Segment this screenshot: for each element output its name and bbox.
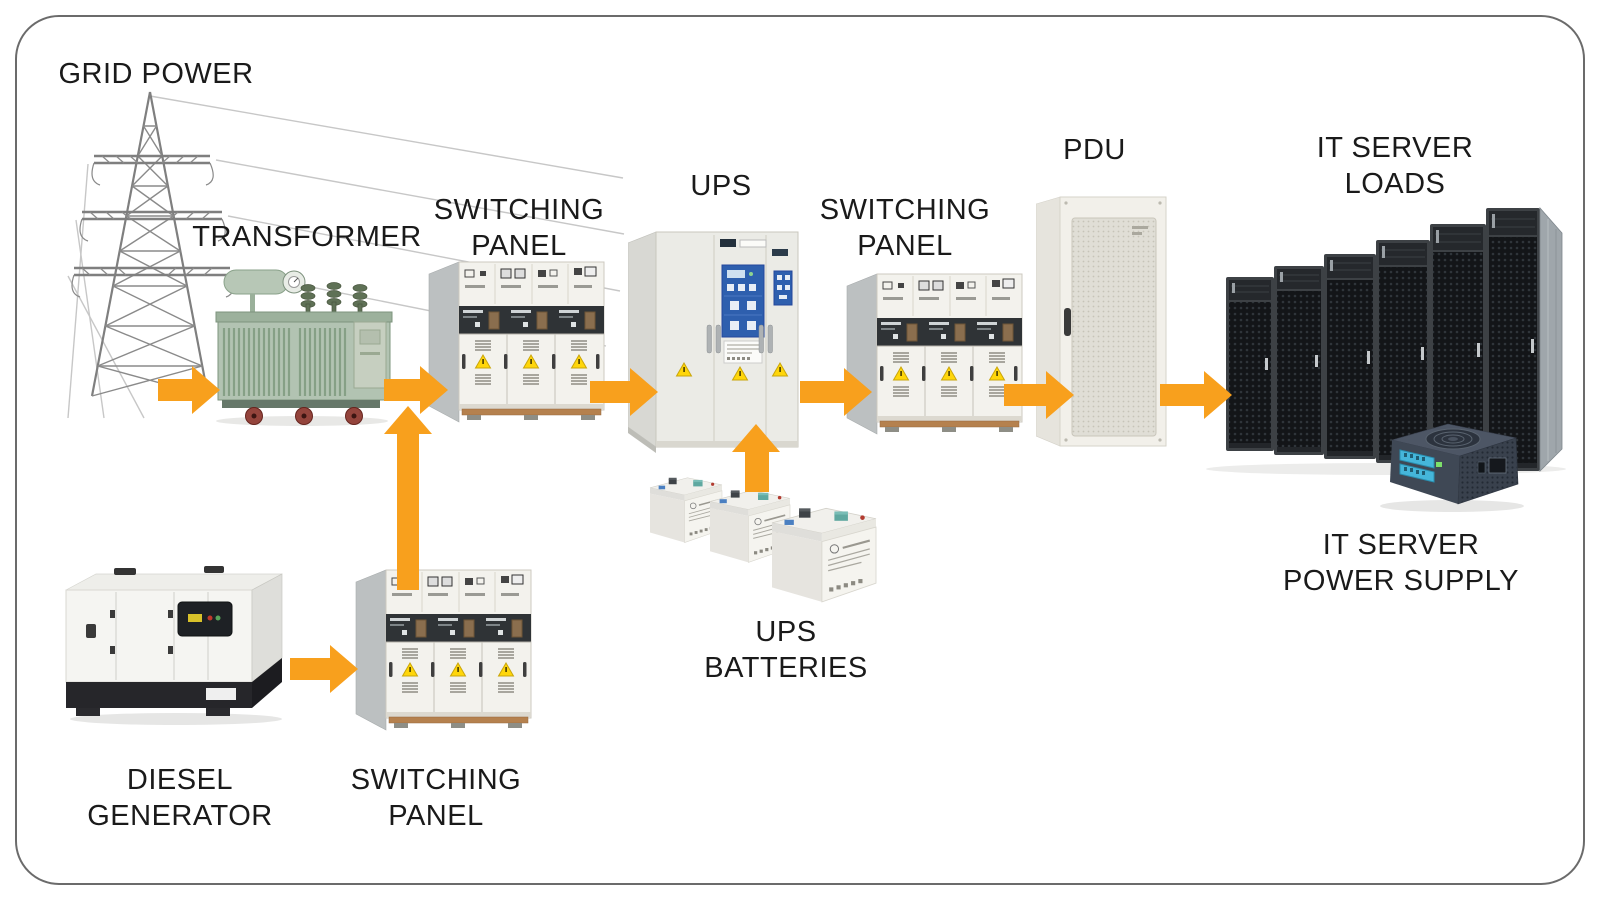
label-switching-panel-generator: SWITCHING PANEL	[350, 764, 522, 832]
label-ups-batteries: UPS BATTERIES	[704, 616, 868, 684]
label-switching-panel-output: SWITCHING PANEL	[819, 194, 991, 262]
label-diesel-generator: DIESEL GENERATOR	[87, 764, 273, 832]
label-it-server-loads: IT SERVER LOADS	[1316, 132, 1474, 200]
label-transformer: TRANSFORMER	[192, 221, 422, 253]
label-ups: UPS	[690, 170, 752, 202]
label-it-server-power-supply: IT SERVER POWER SUPPLY	[1283, 529, 1519, 597]
label-switching-panel-main: SWITCHING PANEL	[433, 194, 605, 262]
frame-border	[15, 15, 1585, 885]
label-grid-power: GRID POWER	[58, 58, 254, 90]
label-pdu: PDU	[1063, 134, 1126, 166]
